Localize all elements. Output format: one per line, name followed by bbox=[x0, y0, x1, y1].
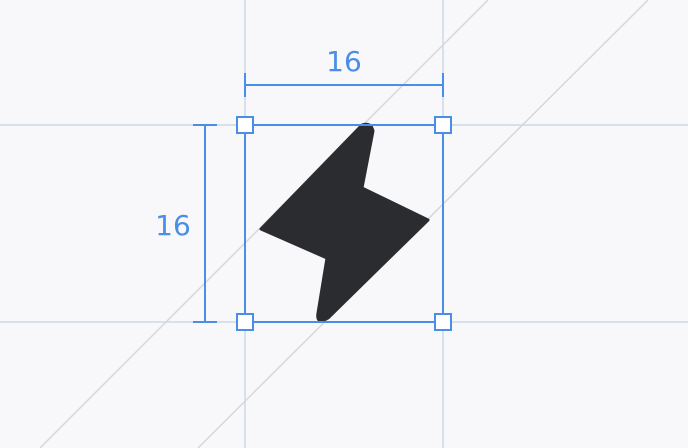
width-dimension bbox=[244, 73, 444, 97]
height-dimension-label: 16 bbox=[155, 209, 191, 242]
handle-top-right[interactable] bbox=[434, 116, 452, 134]
corner-handles bbox=[236, 116, 452, 331]
height-dimension bbox=[193, 124, 217, 323]
handle-bottom-right[interactable] bbox=[434, 313, 452, 331]
lightning-bolt-icon bbox=[259, 122, 430, 323]
width-dimension-label: 16 bbox=[326, 45, 362, 78]
handle-top-left[interactable] bbox=[236, 116, 254, 134]
icon-bounding-box bbox=[244, 124, 444, 323]
handle-bottom-left[interactable] bbox=[236, 313, 254, 331]
